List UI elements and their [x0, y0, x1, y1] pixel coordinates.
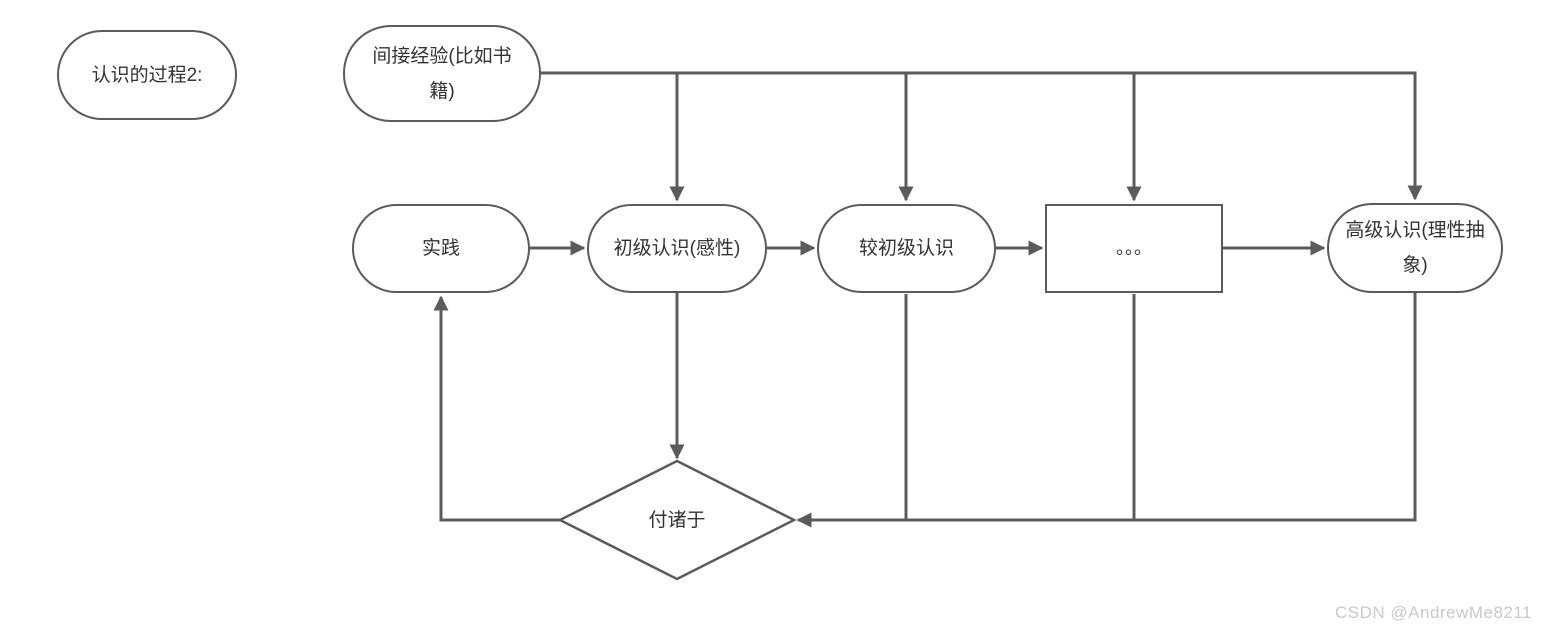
edge-decision-to-practice	[433, 295, 560, 522]
node-advanced-cognition: 高级认识(理性抽象)	[1327, 203, 1503, 293]
edge-indirect-bus-to-advanced	[541, 71, 1423, 201]
node-title: 认识的过程2:	[57, 30, 237, 120]
node-less-primary-cognition: 较初级认识	[817, 204, 996, 293]
node-ellipsis: 。。。	[1045, 204, 1223, 293]
node-practice: 实践	[352, 204, 530, 293]
node-decision-label: 付诸于	[648, 509, 706, 531]
node-primary-cognition: 初级认识(感性)	[587, 204, 767, 293]
node-indirect-experience: 间接经验(比如书籍)	[343, 25, 541, 122]
edge-advanced-to-decision	[796, 293, 1417, 528]
decision-diamond-shape	[557, 459, 797, 581]
csdn-watermark: CSDN @AndrewMe8211	[1335, 603, 1532, 622]
